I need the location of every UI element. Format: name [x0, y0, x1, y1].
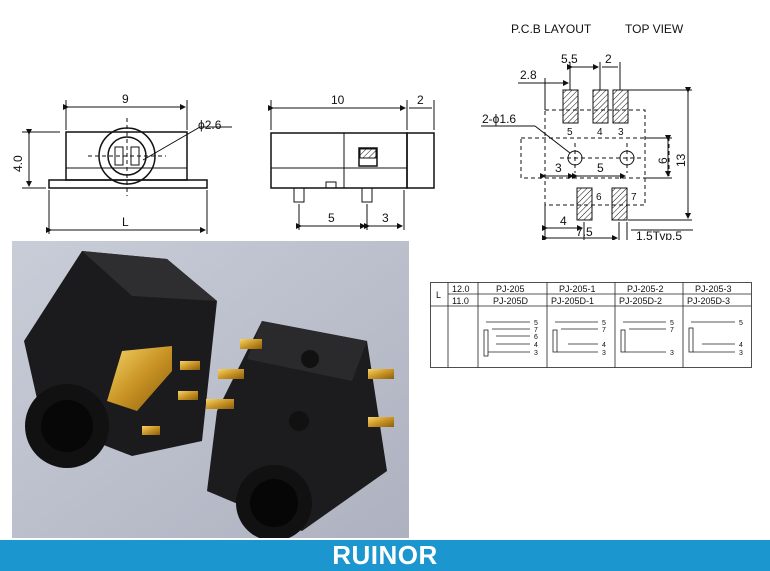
dim-pcb-bottom-75: 7.5 [576, 225, 593, 239]
dim-front-width: 9 [122, 92, 129, 106]
dim-side-pin-pitch: 5 [328, 211, 335, 225]
brand-bar: RUINOR [0, 540, 770, 571]
schem4-pin-3: 3 [739, 350, 743, 357]
schematic-1: 5 7 6 4 3 [483, 320, 538, 357]
schem1-pin-5: 3 [534, 350, 538, 357]
pcb-layout: P.C.B LAYOUT TOP VIEW 5 4 3 6 7 [481, 22, 693, 240]
table-header-l: L [436, 290, 441, 300]
model-row1-col1: PJ-205 [496, 284, 525, 294]
schem1-pin-1: 5 [534, 320, 538, 327]
model-table: L 12.0 11.0 PJ-205 PJ-205-1 PJ-205-2 PJ-… [430, 282, 752, 368]
pcb-title: P.C.B LAYOUT [511, 22, 592, 36]
product-photo [12, 241, 409, 538]
dim-pcb-hole: 2-ϕ1.6 [482, 112, 516, 126]
pad-4: 4 [597, 127, 603, 138]
dim-side-tab: 2 [417, 93, 424, 107]
dim-pcb-bottom-4: 4 [560, 214, 567, 228]
pad-5: 5 [567, 127, 573, 138]
schematic-3: 5 7 3 [620, 320, 674, 357]
dim-pcb-top-width: 2 [605, 52, 612, 66]
brand-name: RUINOR [332, 540, 438, 570]
model-row1-col3: PJ-205-2 [627, 284, 664, 294]
schem4-pin-1: 5 [739, 320, 743, 327]
dim-pcb-width-6: 6 [656, 157, 670, 164]
schem4-pin-2: 4 [739, 342, 743, 349]
dim-pcb-hole-gap: 5 [597, 161, 604, 175]
dim-pcb-top-pitch: 5.5 [561, 52, 578, 66]
schem3-pin-1: 5 [670, 320, 674, 327]
pad-6: 6 [596, 192, 602, 203]
model-row2-col3: PJ-205D-2 [619, 296, 662, 306]
schem3-pin-2: 7 [670, 327, 674, 334]
schem1-pin-2: 7 [534, 327, 538, 334]
dim-front-length: L [122, 215, 129, 229]
row2-length: 11.0 [452, 296, 469, 306]
schem2-pin-2: 7 [602, 327, 606, 334]
pad-3: 3 [618, 127, 624, 138]
schem3-pin-3: 3 [670, 350, 674, 357]
dim-front-height: 4.0 [11, 155, 25, 172]
pad-7: 7 [631, 192, 637, 203]
model-row1-col4: PJ-205-3 [695, 284, 732, 294]
row1-length: 12.0 [452, 284, 470, 294]
schem1-pin-3: 6 [534, 334, 538, 341]
connector-left [24, 251, 217, 468]
front-view: 9 4.0 ϕ2.6 L [11, 92, 232, 234]
dim-side-pin-offset: 3 [382, 211, 389, 225]
dim-side-body: 10 [331, 93, 345, 107]
schem2-pin-4: 3 [602, 350, 606, 357]
model-row2-col1: PJ-205D [493, 296, 529, 306]
technical-drawings: 9 4.0 ϕ2.6 L [11, 22, 693, 240]
connector-right [206, 321, 394, 538]
dim-pcb-hole-left: 3 [555, 161, 562, 175]
schematic-2: 5 7 4 3 [552, 320, 606, 357]
model-row2-col2: PJ-205D-1 [551, 296, 594, 306]
pcb-subtitle: TOP VIEW [625, 22, 684, 36]
side-view: 10 2 5 3 [268, 93, 435, 230]
schem2-pin-3: 4 [602, 342, 606, 349]
schematic-4: 5 4 3 [688, 320, 743, 357]
schem1-pin-4: 4 [534, 342, 538, 349]
schem2-pin-1: 5 [602, 320, 606, 327]
model-row1-col2: PJ-205-1 [559, 284, 596, 294]
dim-pcb-left-offset: 2.8 [520, 68, 537, 82]
dim-pcb-pad-typ: 1.5Typ.5 [636, 229, 682, 240]
dim-pcb-height-13: 13 [674, 153, 688, 167]
dim-front-hole: ϕ2.6 [198, 118, 222, 132]
model-row2-col4: PJ-205D-3 [687, 296, 730, 306]
